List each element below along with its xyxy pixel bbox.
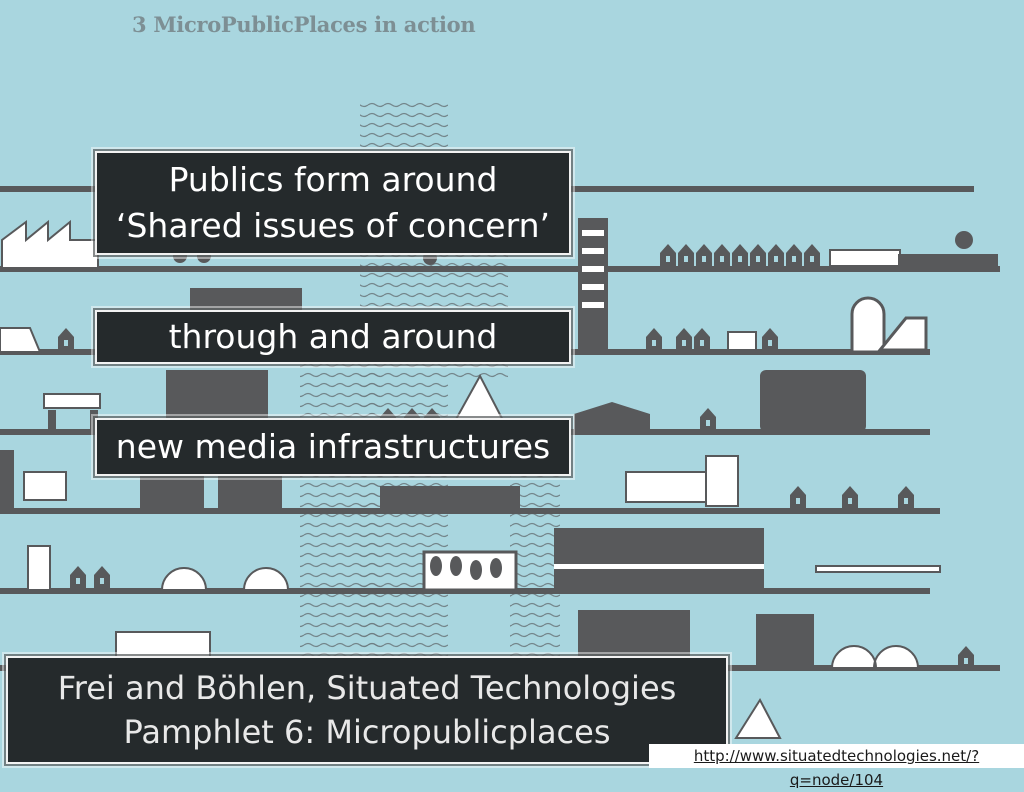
- city-illustration: [0, 100, 1000, 739]
- tree-icon: [955, 231, 973, 249]
- caption-media: new media infrastructures: [95, 418, 571, 476]
- section-heading: 3 MicroPublicPlaces in action: [132, 12, 476, 37]
- caption-publics: Publics form around ‘Shared issues of co…: [95, 151, 571, 255]
- factory-icon: [1, 219, 99, 269]
- citation-line2: Pamphlet 6: Micropublicplaces: [123, 713, 611, 751]
- caption-through: through and around: [95, 310, 571, 364]
- caption-publics-line1: Publics form around: [168, 160, 498, 199]
- caption-publics-line2: ‘Shared issues of concern’: [116, 206, 550, 245]
- wave-pattern-icon: [300, 360, 380, 690]
- citation-line1: Frei and Böhlen, Situated Technologies: [57, 669, 677, 707]
- citation-box: Frei and Böhlen, Situated Technologies P…: [6, 656, 728, 764]
- tree-icon: [423, 251, 437, 265]
- source-link[interactable]: http://www.situatedtechnologies.net/?q=n…: [649, 744, 1024, 789]
- house-row: [660, 244, 820, 266]
